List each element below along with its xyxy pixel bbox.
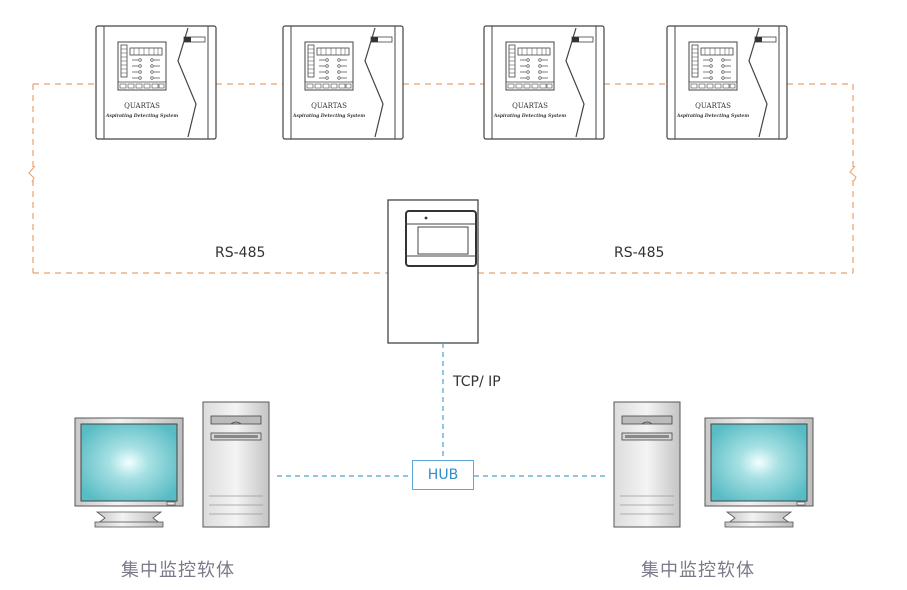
monitor-icon (704, 417, 814, 528)
line-break-symbol (28, 165, 857, 183)
detector-brand: QUARTAS (695, 102, 731, 110)
rs485-bus (32, 83, 854, 274)
detector-subtitle: Aspirating Detecting System (676, 113, 750, 119)
tcp-ip-network (277, 343, 605, 477)
controller-screen (417, 226, 469, 255)
workstation-left (74, 401, 270, 528)
rs485-label-right: RS-485 (614, 245, 665, 261)
detector-unit: QUARTAS Aspirating Detecting System (483, 25, 605, 140)
detector-unit: QUARTAS Aspirating Detecting System (666, 25, 788, 140)
detector-brand: QUARTAS (124, 102, 160, 110)
hub-label: HUB (427, 467, 459, 483)
tcp-ip-label: TCP/ IP (453, 374, 501, 390)
detector-brand: QUARTAS (512, 102, 548, 110)
detector-unit: QUARTAS Aspirating Detecting System (282, 25, 404, 140)
hub-box: HUB (412, 460, 474, 490)
computer-tower-icon (613, 401, 681, 528)
detector-subtitle: Aspirating Detecting System (292, 113, 366, 119)
monitor-icon (74, 417, 184, 528)
indicator-led (424, 216, 428, 220)
workstation-right (613, 401, 814, 528)
workstation-label-right: 集中监控软体 (641, 560, 755, 581)
network-controller (387, 199, 479, 344)
detector-unit: QUARTAS Aspirating Detecting System (95, 25, 217, 140)
detector-subtitle: Aspirating Detecting System (493, 113, 567, 119)
workstation-label-left: 集中监控软体 (121, 560, 235, 581)
detector-brand: QUARTAS (311, 102, 347, 110)
computer-tower-icon (202, 401, 270, 528)
rs485-label-left: RS-485 (215, 245, 266, 261)
detector-subtitle: Aspirating Detecting System (105, 113, 179, 119)
